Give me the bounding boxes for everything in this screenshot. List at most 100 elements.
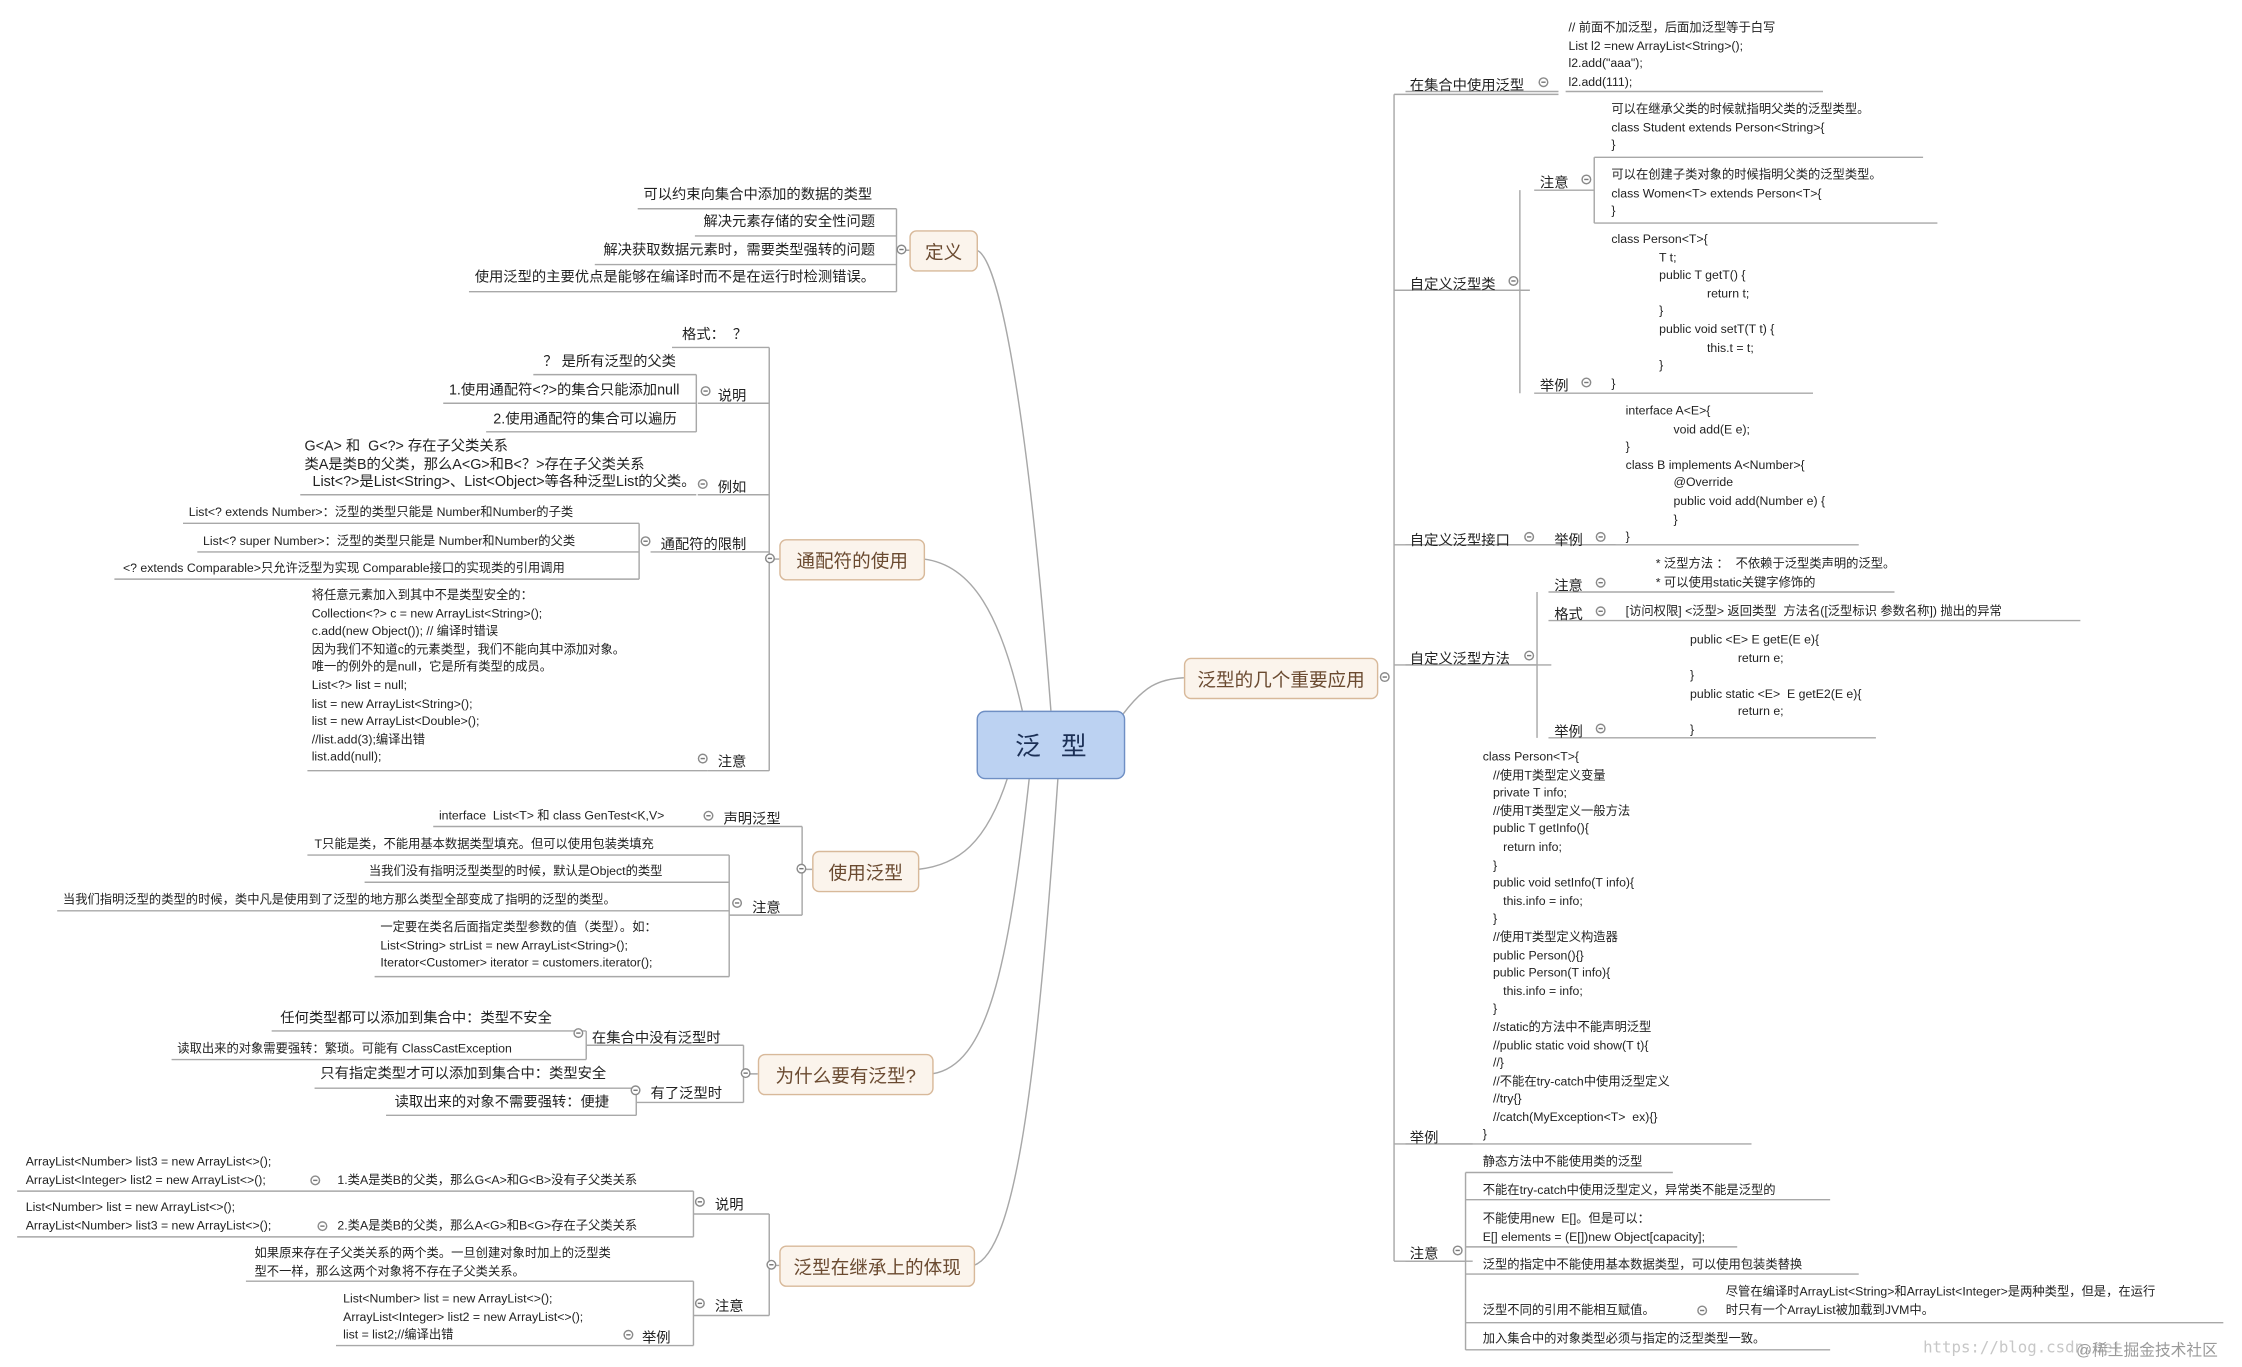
collapse-toggle-icon[interactable] bbox=[697, 479, 708, 490]
apps-note-item: 静态方法中不能使用类的泛型 bbox=[1482, 1153, 1643, 1169]
usage-declare-label[interactable]: 声明泛型 bbox=[723, 812, 781, 828]
collapse-toggle-icon[interactable] bbox=[1697, 1305, 1708, 1316]
wildcard-limit-item: List<? super Number>：泛型的类型只能是 Number和Num… bbox=[203, 533, 576, 548]
collapse-toggle-icon[interactable] bbox=[1379, 672, 1390, 683]
watermark-url: https://blog.csdn.net bbox=[1923, 1338, 2122, 1357]
collapse-toggle-icon[interactable] bbox=[1524, 650, 1535, 661]
wildcard-example-label[interactable]: 例如 bbox=[717, 480, 747, 497]
apps-example-label[interactable]: 举例 bbox=[1409, 1131, 1439, 1147]
definition-item: 解决元素存储的安全性问题 bbox=[703, 214, 876, 231]
usage-declare-text: interface List<T> 和 class GenTest<K,V> bbox=[438, 807, 665, 823]
wildcard-note-text: 将任意元素加入到其中不是类型安全的： Collection<?> c = new… bbox=[311, 587, 626, 765]
topic-wildcard[interactable]: 通配符的使用 bbox=[779, 539, 926, 581]
inherit-example-label[interactable]: 举例 bbox=[641, 1331, 671, 1347]
wildcard-note-label[interactable]: 注意 bbox=[717, 754, 747, 771]
apps-custom-method-format: [访问权限] <泛型> 返回类型 方法名([泛型标识 参数名称]) 抛出的异常 bbox=[1625, 603, 2002, 618]
inherit-item1-code: ArrayList<Number> list3 = new ArrayList<… bbox=[25, 1153, 272, 1187]
apps-custom-method-example: public <E> E getE(E e){ return e; } publ… bbox=[1690, 632, 1862, 737]
apps-custom-method-example-label[interactable]: 举例 bbox=[1554, 724, 1583, 741]
topic-definition[interactable]: 定义 bbox=[909, 230, 978, 272]
collapse-toggle-icon[interactable] bbox=[697, 753, 708, 764]
collapse-toggle-icon[interactable] bbox=[1581, 174, 1592, 185]
apps-note-label[interactable]: 注意 bbox=[1409, 1246, 1439, 1263]
apps-custom-iface-example: interface A<E>{ void add(E e); } class B… bbox=[1625, 403, 1826, 544]
inherit-example-code: List<Number> list = new ArrayList<>(); A… bbox=[343, 1291, 584, 1342]
inherit-item1-label: 1.类A是类B的父类，那么G<A>和G<B>没有子父类关系 bbox=[337, 1172, 638, 1187]
apps-collection-code: // 前面不加泛型，后面加泛型等于白写 List l2 =new ArrayLi… bbox=[1568, 20, 1776, 89]
apps-note-item: 泛型不同的引用不能相互赋值。 bbox=[1482, 1302, 1655, 1317]
apps-custom-class-example: class Person<T>{ T t; public T getT() { … bbox=[1611, 231, 1775, 391]
usage-note-item: T只能是类，不能用基本数据类型填充。但可以使用包装类填充 bbox=[314, 836, 654, 851]
collapse-toggle-icon[interactable] bbox=[1595, 577, 1606, 588]
wildcard-limit-item: List<? extends Number>：泛型的类型只能是 Number和N… bbox=[188, 504, 574, 520]
collapse-toggle-icon[interactable] bbox=[740, 1068, 751, 1079]
why-without-label[interactable]: 在集合中没有泛型时 bbox=[591, 1030, 721, 1047]
apps-note-item: 泛型的指定中不能使用基本数据类型，可以使用包装类替换 bbox=[1482, 1256, 1803, 1272]
collapse-toggle-icon[interactable] bbox=[317, 1221, 328, 1232]
wildcard-format: 格式： ？ bbox=[682, 327, 748, 344]
collapse-toggle-icon[interactable] bbox=[640, 536, 651, 547]
usage-note-label[interactable]: 注意 bbox=[752, 900, 781, 917]
collapse-toggle-icon[interactable] bbox=[1508, 275, 1519, 286]
collapse-toggle-icon[interactable] bbox=[573, 1028, 584, 1039]
definition-item: 可以约束向集合中添加的数据的类型 bbox=[643, 187, 873, 204]
why-with-label[interactable]: 有了泛型时 bbox=[650, 1086, 723, 1103]
collapse-toggle-icon[interactable] bbox=[694, 1298, 705, 1309]
why-without-item: 读取出来的对象需要强转：繁琐。可能有 ClassCastException bbox=[177, 1040, 512, 1056]
wildcard-limit-item: <? extends Comparable>只允许泛型为实现 Comparabl… bbox=[122, 560, 565, 575]
collapse-toggle-icon[interactable] bbox=[1595, 606, 1606, 617]
collapse-toggle-icon[interactable] bbox=[1538, 77, 1549, 88]
apps-custom-method-note-label[interactable]: 注意 bbox=[1554, 579, 1583, 595]
inherit-explain-label[interactable]: 说明 bbox=[714, 1198, 744, 1214]
inherit-item2-label: 2.类A是类B的父类，那么A<G>和B<G>存在子父类关系 bbox=[337, 1218, 638, 1233]
collapse-toggle-icon[interactable] bbox=[766, 1259, 777, 1270]
apps-custom-class-label[interactable]: 自定义泛型类 bbox=[1409, 277, 1496, 294]
collapse-toggle-icon[interactable] bbox=[896, 244, 907, 255]
root-topic[interactable]: 泛型 bbox=[976, 710, 1126, 780]
collapse-toggle-icon[interactable] bbox=[1581, 377, 1592, 388]
usage-note-item: 一定要在类名后面指定类型参数的值（类型）。如： List<String> str… bbox=[380, 919, 657, 970]
collapse-toggle-icon[interactable] bbox=[1452, 1245, 1463, 1256]
topic-usage[interactable]: 使用泛型 bbox=[812, 850, 920, 893]
definition-item: 解决获取数据元素时，需要类型强转的问题 bbox=[603, 243, 876, 259]
apps-custom-iface-example-label[interactable]: 举例 bbox=[1554, 533, 1583, 550]
wildcard-explain-item: 2.使用通配符的集合可以遍历 bbox=[493, 411, 677, 428]
apps-custom-class-note-label[interactable]: 注意 bbox=[1539, 175, 1569, 192]
apps-note-item: 不能使用new E[]。但是可以： E[] elements = (E[])ne… bbox=[1482, 1211, 1705, 1244]
collapse-toggle-icon[interactable] bbox=[700, 386, 711, 397]
topic-why[interactable]: 为什么要有泛型? bbox=[757, 1053, 934, 1096]
inherit-item2-code: List<Number> list = new ArrayList<>(); A… bbox=[25, 1199, 272, 1232]
topic-applications[interactable]: 泛型的几个重要应用 bbox=[1183, 657, 1379, 700]
inherit-note-label[interactable]: 注意 bbox=[714, 1299, 744, 1316]
why-with-item: 读取出来的对象不需要强转：便捷 bbox=[394, 1095, 610, 1112]
collapse-toggle-icon[interactable] bbox=[1595, 531, 1606, 542]
apps-custom-method-label[interactable]: 自定义泛型方法 bbox=[1409, 652, 1510, 668]
wildcard-limit-label[interactable]: 通配符的限制 bbox=[660, 537, 747, 554]
topic-inherit[interactable]: 泛型在继承上的体现 bbox=[779, 1245, 976, 1287]
apps-note-item: 尽管在编译时ArrayList<String>和ArrayList<Intege… bbox=[1725, 1284, 2156, 1317]
collapse-toggle-icon[interactable] bbox=[623, 1329, 634, 1340]
definition-item: 使用泛型的主要优点是能够在编译时而不是在运行时检测错误。 bbox=[474, 270, 876, 286]
wildcard-example-text: G<A> 和 G<?> 存在子父类关系 类A是类B的父类，那么A<G>和B<？>… bbox=[304, 438, 696, 491]
apps-custom-method-format-label[interactable]: 格式 bbox=[1554, 607, 1583, 624]
apps-custom-class-note: 可以在创建子类对象的时候指明父类的泛型类型。 class Women<T> ex… bbox=[1611, 167, 1882, 218]
wildcard-explain-label[interactable]: 说明 bbox=[717, 388, 747, 405]
collapse-toggle-icon[interactable] bbox=[764, 553, 775, 564]
collapse-toggle-icon[interactable] bbox=[630, 1085, 641, 1096]
wildcard-explain-item: ？ 是所有泛型的父类 bbox=[543, 354, 676, 371]
usage-note-item: 当我们指明泛型的类型的时候，类中凡是使用到了泛型的地方那么类型全部变成了指明的泛… bbox=[62, 892, 616, 907]
collapse-toggle-icon[interactable] bbox=[703, 810, 714, 821]
collapse-toggle-icon[interactable] bbox=[1595, 723, 1606, 734]
collapse-toggle-icon[interactable] bbox=[796, 863, 807, 874]
apps-note-item: 加入集合中的对象类型必须与指定的泛型类型一致。 bbox=[1482, 1331, 1766, 1346]
apps-custom-method-note: * 泛型方法 ： 不依赖于泛型类声明的泛型。 * 可以使用static关键字修饰… bbox=[1655, 556, 1896, 589]
collapse-toggle-icon[interactable] bbox=[732, 897, 743, 908]
apps-custom-class-example-label[interactable]: 举例 bbox=[1539, 378, 1569, 395]
apps-custom-iface-label[interactable]: 自定义泛型接口 bbox=[1409, 533, 1510, 550]
apps-collection-label[interactable]: 在集合中使用泛型 bbox=[1409, 78, 1525, 95]
collapse-toggle-icon[interactable] bbox=[1524, 531, 1535, 542]
collapse-toggle-icon[interactable] bbox=[310, 1175, 321, 1186]
collapse-toggle-icon[interactable] bbox=[694, 1196, 705, 1207]
